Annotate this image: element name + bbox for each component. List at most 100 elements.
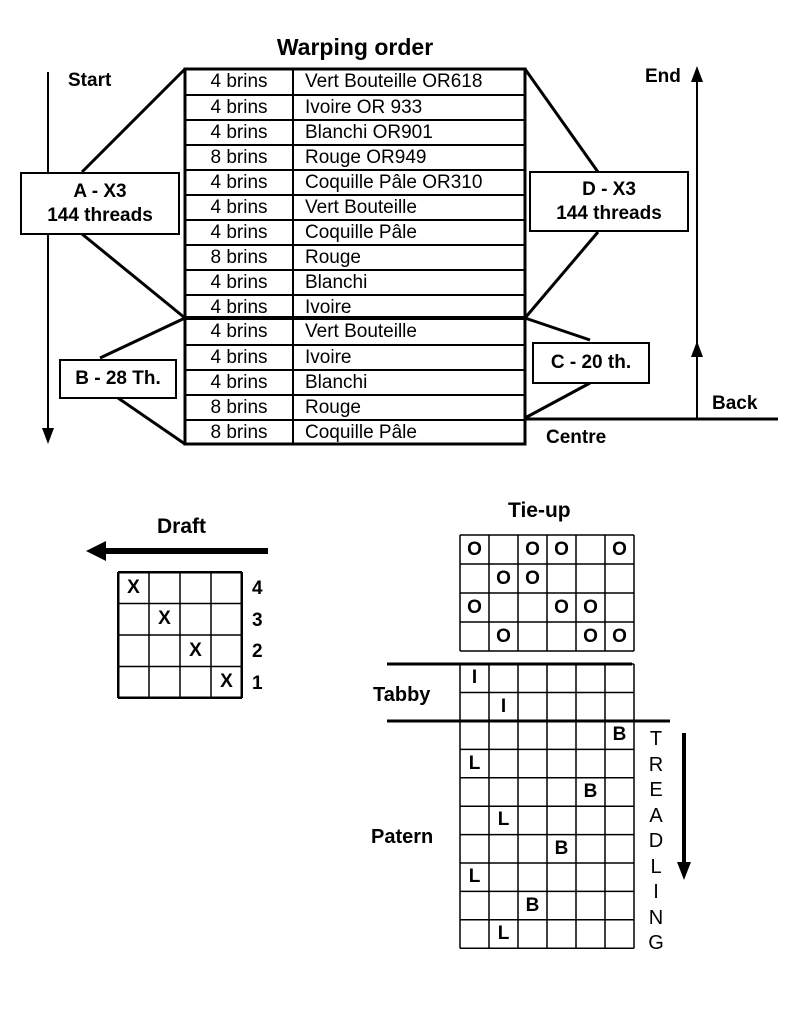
pattern-cell: L [497, 922, 510, 944]
section-d-repeat: D - X3 [582, 179, 636, 200]
warp-colour: Vert Bouteille [305, 321, 417, 342]
section-a-repeat: A - X3 [73, 181, 127, 202]
tieup-cell [547, 622, 576, 651]
pattern-cell [547, 721, 576, 749]
treadling-letter: E [649, 779, 663, 801]
warp-table-border [183, 67, 527, 446]
pattern-cell: L [468, 752, 481, 774]
pattern-cell: L [497, 809, 510, 831]
pattern-cell: B [554, 837, 569, 859]
tieup-cell [518, 593, 547, 622]
draft-arrow-head [86, 541, 106, 561]
warp-thread-count: 8 brins [210, 397, 268, 418]
warp-colour: Coquille Pâle OR310 [305, 172, 483, 193]
tieup-cell: O [554, 596, 569, 618]
tabby-cell [460, 693, 489, 722]
warp-colour: Rouge OR949 [305, 147, 427, 168]
pattern-cell: B [525, 894, 540, 916]
pattern-cell [605, 778, 634, 806]
pattern-cell [605, 806, 634, 834]
tieup-cell [576, 535, 605, 564]
section-a-box: A - X3 144 threads [20, 172, 180, 235]
pattern-cell [518, 721, 547, 749]
tieup-cell [518, 622, 547, 651]
draft-shaft-number: 4 [252, 578, 263, 599]
warp-colour: Vert Bouteille OR618 [305, 71, 483, 92]
draft-shaft-number: 2 [252, 641, 263, 662]
pattern-cell: B [612, 724, 627, 746]
tieup-cell: O [554, 538, 569, 560]
section-b-box: B - 28 Th. [59, 359, 177, 399]
draft-cell [149, 635, 180, 667]
warp-thread-count: 8 brins [210, 422, 268, 443]
pattern-cell [518, 920, 547, 948]
tieup-cell: O [525, 538, 540, 560]
pattern-cell [576, 806, 605, 834]
start-arrow-head [42, 428, 54, 444]
tabby-label: Tabby [373, 684, 431, 706]
pattern-cell [460, 721, 489, 749]
tabby-cell [489, 664, 518, 693]
warp-thread-count: 4 brins [210, 372, 268, 393]
treadling-letter: N [648, 906, 664, 929]
warp-colour: Coquille Pâle [305, 422, 417, 443]
tabby-cell [576, 664, 605, 693]
start-label: Start [68, 70, 112, 91]
draft-cell [118, 667, 149, 699]
pattern-cell [547, 806, 576, 834]
tieup-cell [605, 564, 634, 593]
tieup-cell: O [496, 625, 511, 647]
end-arrow-head [691, 66, 703, 82]
section-c-box: C - 20 th. [532, 342, 650, 384]
centre-label: Centre [546, 427, 607, 448]
treadling-letter: R [648, 753, 664, 776]
pattern-cell [489, 749, 518, 777]
draft-cell: X [220, 671, 233, 693]
pattern-cell [547, 863, 576, 891]
tieup-cell [576, 564, 605, 593]
draft-cell [149, 572, 180, 604]
tabby-cell [547, 664, 576, 693]
section-d-box: D - X3 144 threads [529, 171, 689, 232]
warp-thread-count: 8 brins [210, 247, 268, 268]
tieup-cell: O [612, 625, 627, 647]
draft-lines [117, 571, 243, 699]
draft-shaft-number: 1 [252, 672, 263, 694]
pattern-cell: L [468, 866, 481, 888]
pattern-cell [576, 863, 605, 891]
tieup-cell: O [496, 567, 511, 589]
tieup-cell: O [583, 625, 598, 647]
treadling-letter: T [649, 728, 663, 750]
pattern-cell [605, 891, 634, 919]
end-label: End [645, 66, 681, 87]
pattern-cell [460, 835, 489, 863]
tieup-cell [489, 593, 518, 622]
tieup-cell: O [525, 567, 540, 589]
pattern-cell [605, 835, 634, 863]
tieup-cell [547, 564, 576, 593]
warp-thread-count: 4 brins [210, 222, 268, 243]
draft-cell [211, 572, 242, 604]
pattern-cell [489, 863, 518, 891]
pattern-cell [489, 721, 518, 749]
treadling-letter: A [649, 804, 663, 827]
section-a-threads: 144 threads [47, 205, 153, 226]
section-d-threads: 144 threads [556, 203, 662, 224]
draft-cell [180, 667, 211, 699]
pattern-cell [460, 920, 489, 948]
pattern-label: Patern [371, 826, 434, 848]
tieup-cell: O [612, 538, 627, 560]
warp-thread-count: 4 brins [210, 297, 268, 318]
